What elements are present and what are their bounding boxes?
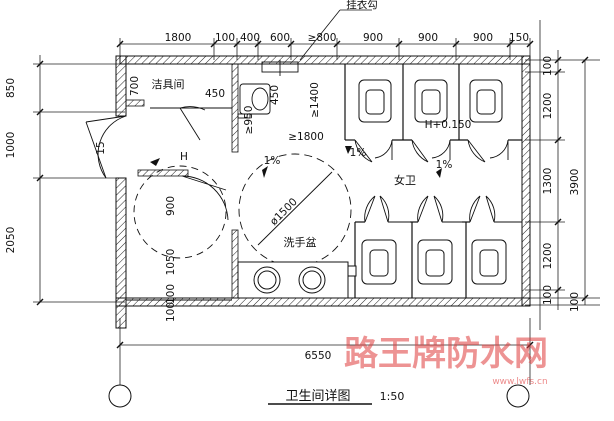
label-slope-3: 1% xyxy=(436,159,453,171)
dim-15: 15 xyxy=(95,141,107,154)
dim-bottom-total: 6550 xyxy=(305,350,332,362)
label-womens: 女卫 xyxy=(394,173,416,187)
washbasin-wall xyxy=(231,229,239,299)
dim-top-7: 900 xyxy=(418,32,438,44)
label-cleaning-room: 洁具间 xyxy=(152,78,185,91)
corridor-wall xyxy=(137,169,189,177)
grid-bubble-left xyxy=(108,384,132,408)
toilet-upper-2-bowl xyxy=(421,89,441,115)
dim-top-4: 600 xyxy=(270,32,290,44)
grid-bubble-right xyxy=(506,384,530,408)
dim-top-3: 400 xyxy=(240,32,260,44)
dim-right-5: 100 xyxy=(542,285,554,305)
drawing-scale: 1:50 xyxy=(380,390,405,403)
turning-circle-left xyxy=(133,165,227,259)
toilet-upper-3-bowl xyxy=(476,89,496,115)
label-level: H+0.150 xyxy=(425,119,472,131)
toilet-lower-3-bowl xyxy=(479,249,499,277)
stall-doors-upper xyxy=(354,139,509,163)
dim-1050: 1050 xyxy=(165,249,177,276)
dim-right-1: 100 xyxy=(542,56,554,76)
label-h: H xyxy=(180,151,188,163)
dim-top-6: 900 xyxy=(363,32,383,44)
cleaning-room-wall xyxy=(231,63,239,153)
dim-450-b: 450 xyxy=(269,85,281,105)
top-wall xyxy=(119,55,531,65)
turning-circle xyxy=(238,153,352,267)
dim-1400: ≥1400 xyxy=(309,82,321,118)
label-slope-1: 1% xyxy=(264,155,281,167)
washbasin-counter xyxy=(237,261,357,299)
dim-right-3: 1300 xyxy=(542,168,554,195)
dim-right-4: 1200 xyxy=(542,243,554,270)
left-wall-upper xyxy=(115,55,127,117)
dim-top-5: ≥800 xyxy=(308,32,337,44)
squat-toilets xyxy=(358,79,507,285)
label-top-callout: 挂衣勾 xyxy=(346,0,378,11)
dim-top-2: 100 xyxy=(215,32,235,44)
label-slope-2: 1% xyxy=(350,147,367,159)
dim-top-1: 1800 xyxy=(165,32,192,44)
mop-sink xyxy=(239,83,271,115)
dim-450-a: 450 xyxy=(205,88,225,100)
bottom-wall xyxy=(115,297,531,307)
left-wall-lower xyxy=(115,177,127,329)
label-circle: ø1500 xyxy=(268,196,300,228)
entrance-door-swing xyxy=(85,115,127,179)
right-wall xyxy=(521,55,531,307)
watermark-text: 路王牌防水网 xyxy=(344,334,548,374)
slope-arrows xyxy=(150,146,442,178)
toilet-lower-2-bowl xyxy=(425,249,445,277)
soap-dispenser xyxy=(347,265,357,277)
dim-900: 900 xyxy=(165,196,177,216)
dim-top-9: 150 xyxy=(509,32,529,44)
dim-700: 700 xyxy=(129,76,141,96)
drawing-title: 卫生间详图 xyxy=(285,389,350,404)
entrance-and-cleaning-room xyxy=(85,60,299,301)
callout-leader xyxy=(299,9,372,61)
grid-bubbles xyxy=(108,384,530,408)
toilet-lower-1-bowl xyxy=(369,249,389,277)
label-washbasin: 洗手盆 xyxy=(284,235,317,249)
dim-left-1: 850 xyxy=(5,78,17,98)
dim-right-6: 100 xyxy=(569,292,581,312)
cleaning-room-stub xyxy=(125,99,145,107)
watermark-url: www.lwfs.cn xyxy=(492,377,547,387)
dim-100: 100 xyxy=(165,284,177,304)
dim-950: ≥950 xyxy=(243,106,255,135)
dim-1800: ≥1800 xyxy=(288,131,324,143)
stall-partitions xyxy=(344,64,522,298)
dim-top-8: 900 xyxy=(473,32,493,44)
dim-right-2: 1200 xyxy=(542,93,554,120)
dimension-ticks xyxy=(36,40,589,349)
walls xyxy=(115,55,531,329)
stall-doors-lower xyxy=(364,195,522,223)
dim-left-2: 1000 xyxy=(5,132,17,159)
dim-100-b: 100 xyxy=(165,302,177,322)
dim-left-3: 2050 xyxy=(5,227,17,254)
toilet-upper-1-bowl xyxy=(365,89,385,115)
dim-right-total: 3900 xyxy=(569,169,581,196)
